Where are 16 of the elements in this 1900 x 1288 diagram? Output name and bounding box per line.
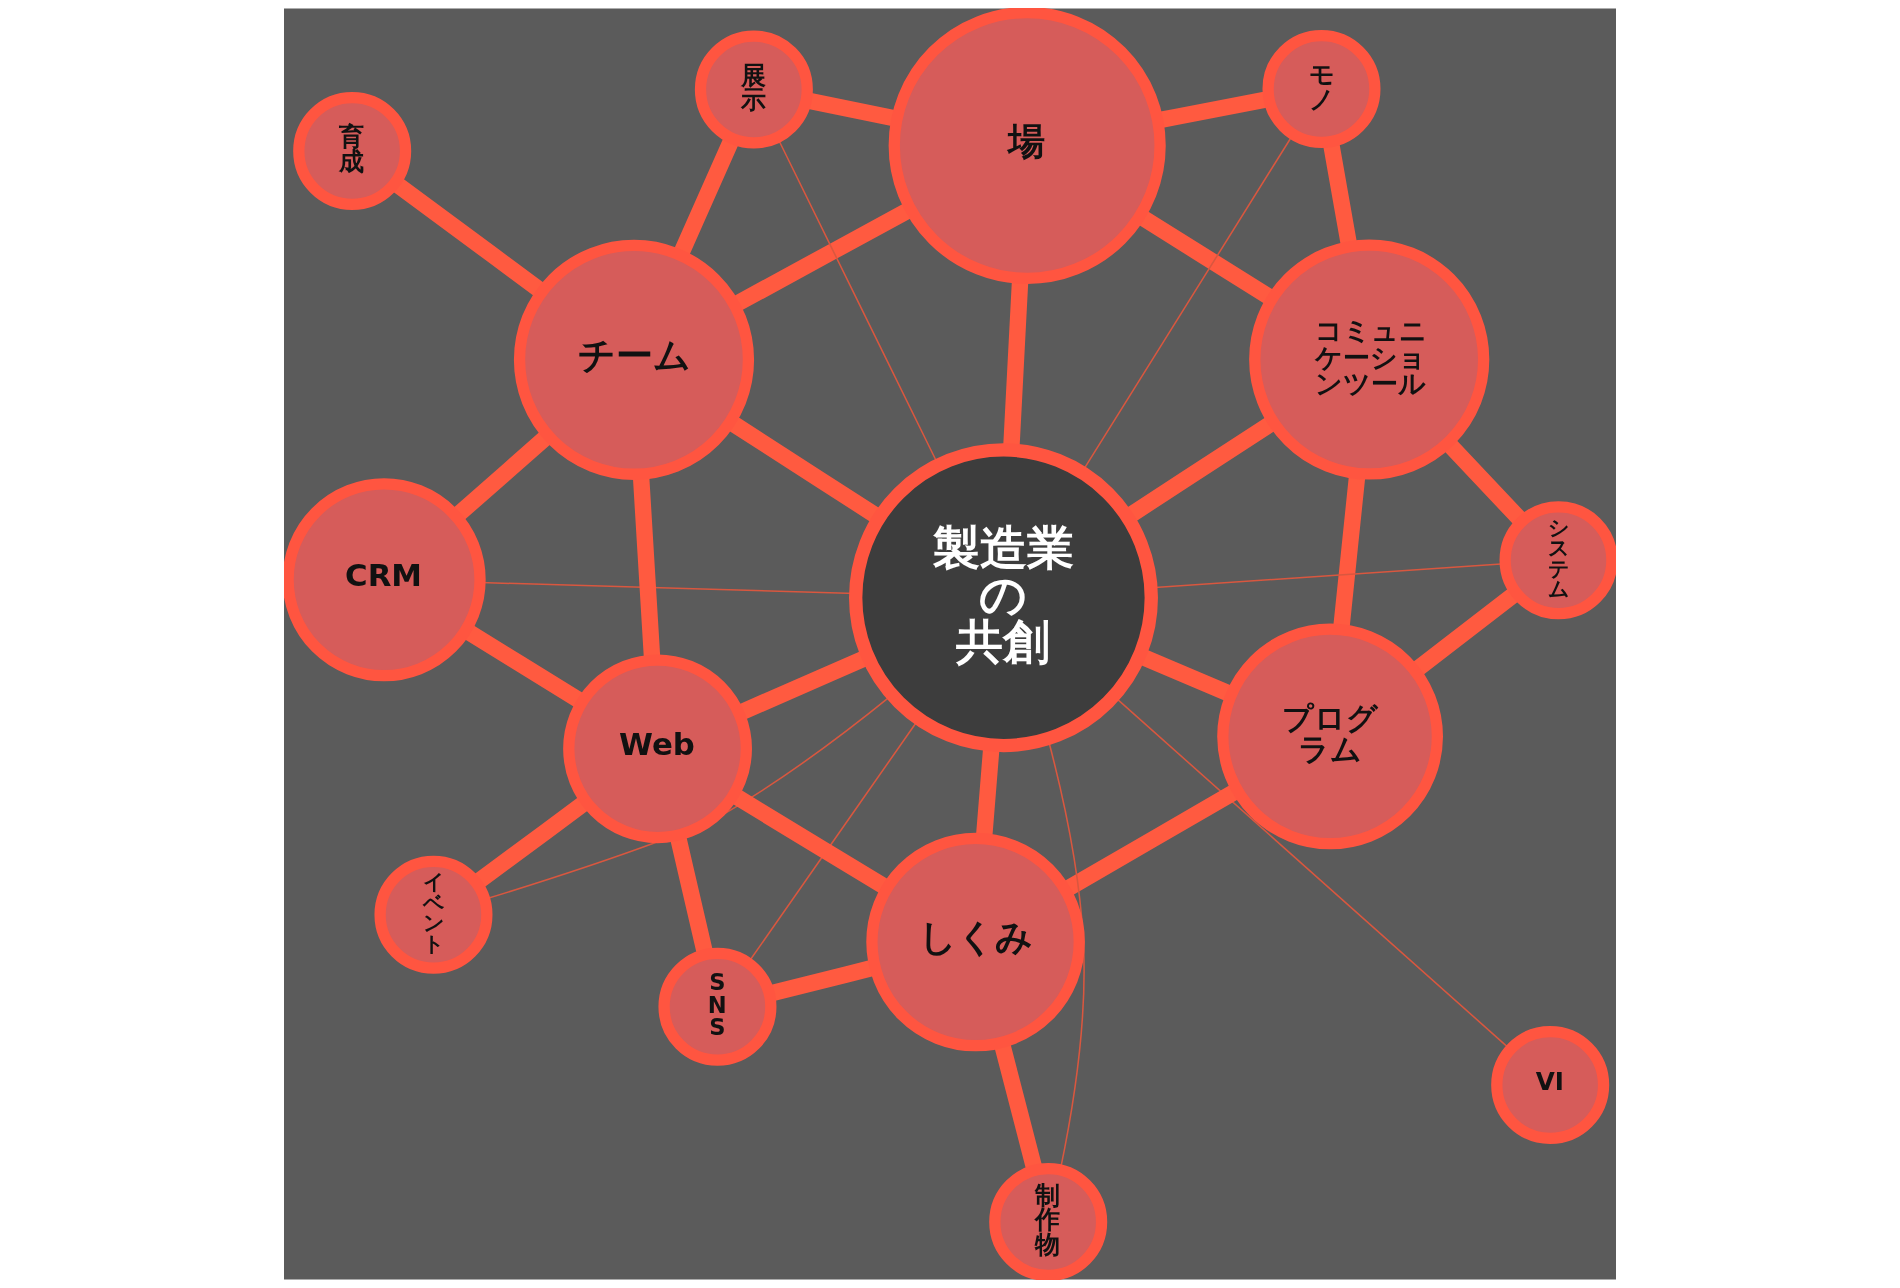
- node-circle: システム: [1499, 501, 1616, 620]
- node-circle: CRM: [284, 478, 486, 682]
- node-circle: 製造業の共創: [849, 443, 1158, 753]
- node-circle: 展示: [694, 30, 813, 149]
- node-circle: Web: [563, 654, 752, 844]
- node-circle: イベント: [374, 855, 493, 974]
- node-circle: モノ: [1262, 29, 1381, 148]
- node-circle: しくみ: [866, 832, 1085, 1052]
- node-circle: SNS: [658, 947, 777, 1066]
- node-circle: プログラム: [1217, 623, 1443, 850]
- node-circle: 育成: [293, 92, 412, 211]
- node-circle: 制作物: [989, 1163, 1108, 1280]
- node-circle: 場: [888, 8, 1166, 285]
- node-circle: チーム: [513, 239, 755, 480]
- node-circle: VI: [1491, 1025, 1610, 1144]
- node-circle: コミュニケーションツール: [1249, 239, 1490, 480]
